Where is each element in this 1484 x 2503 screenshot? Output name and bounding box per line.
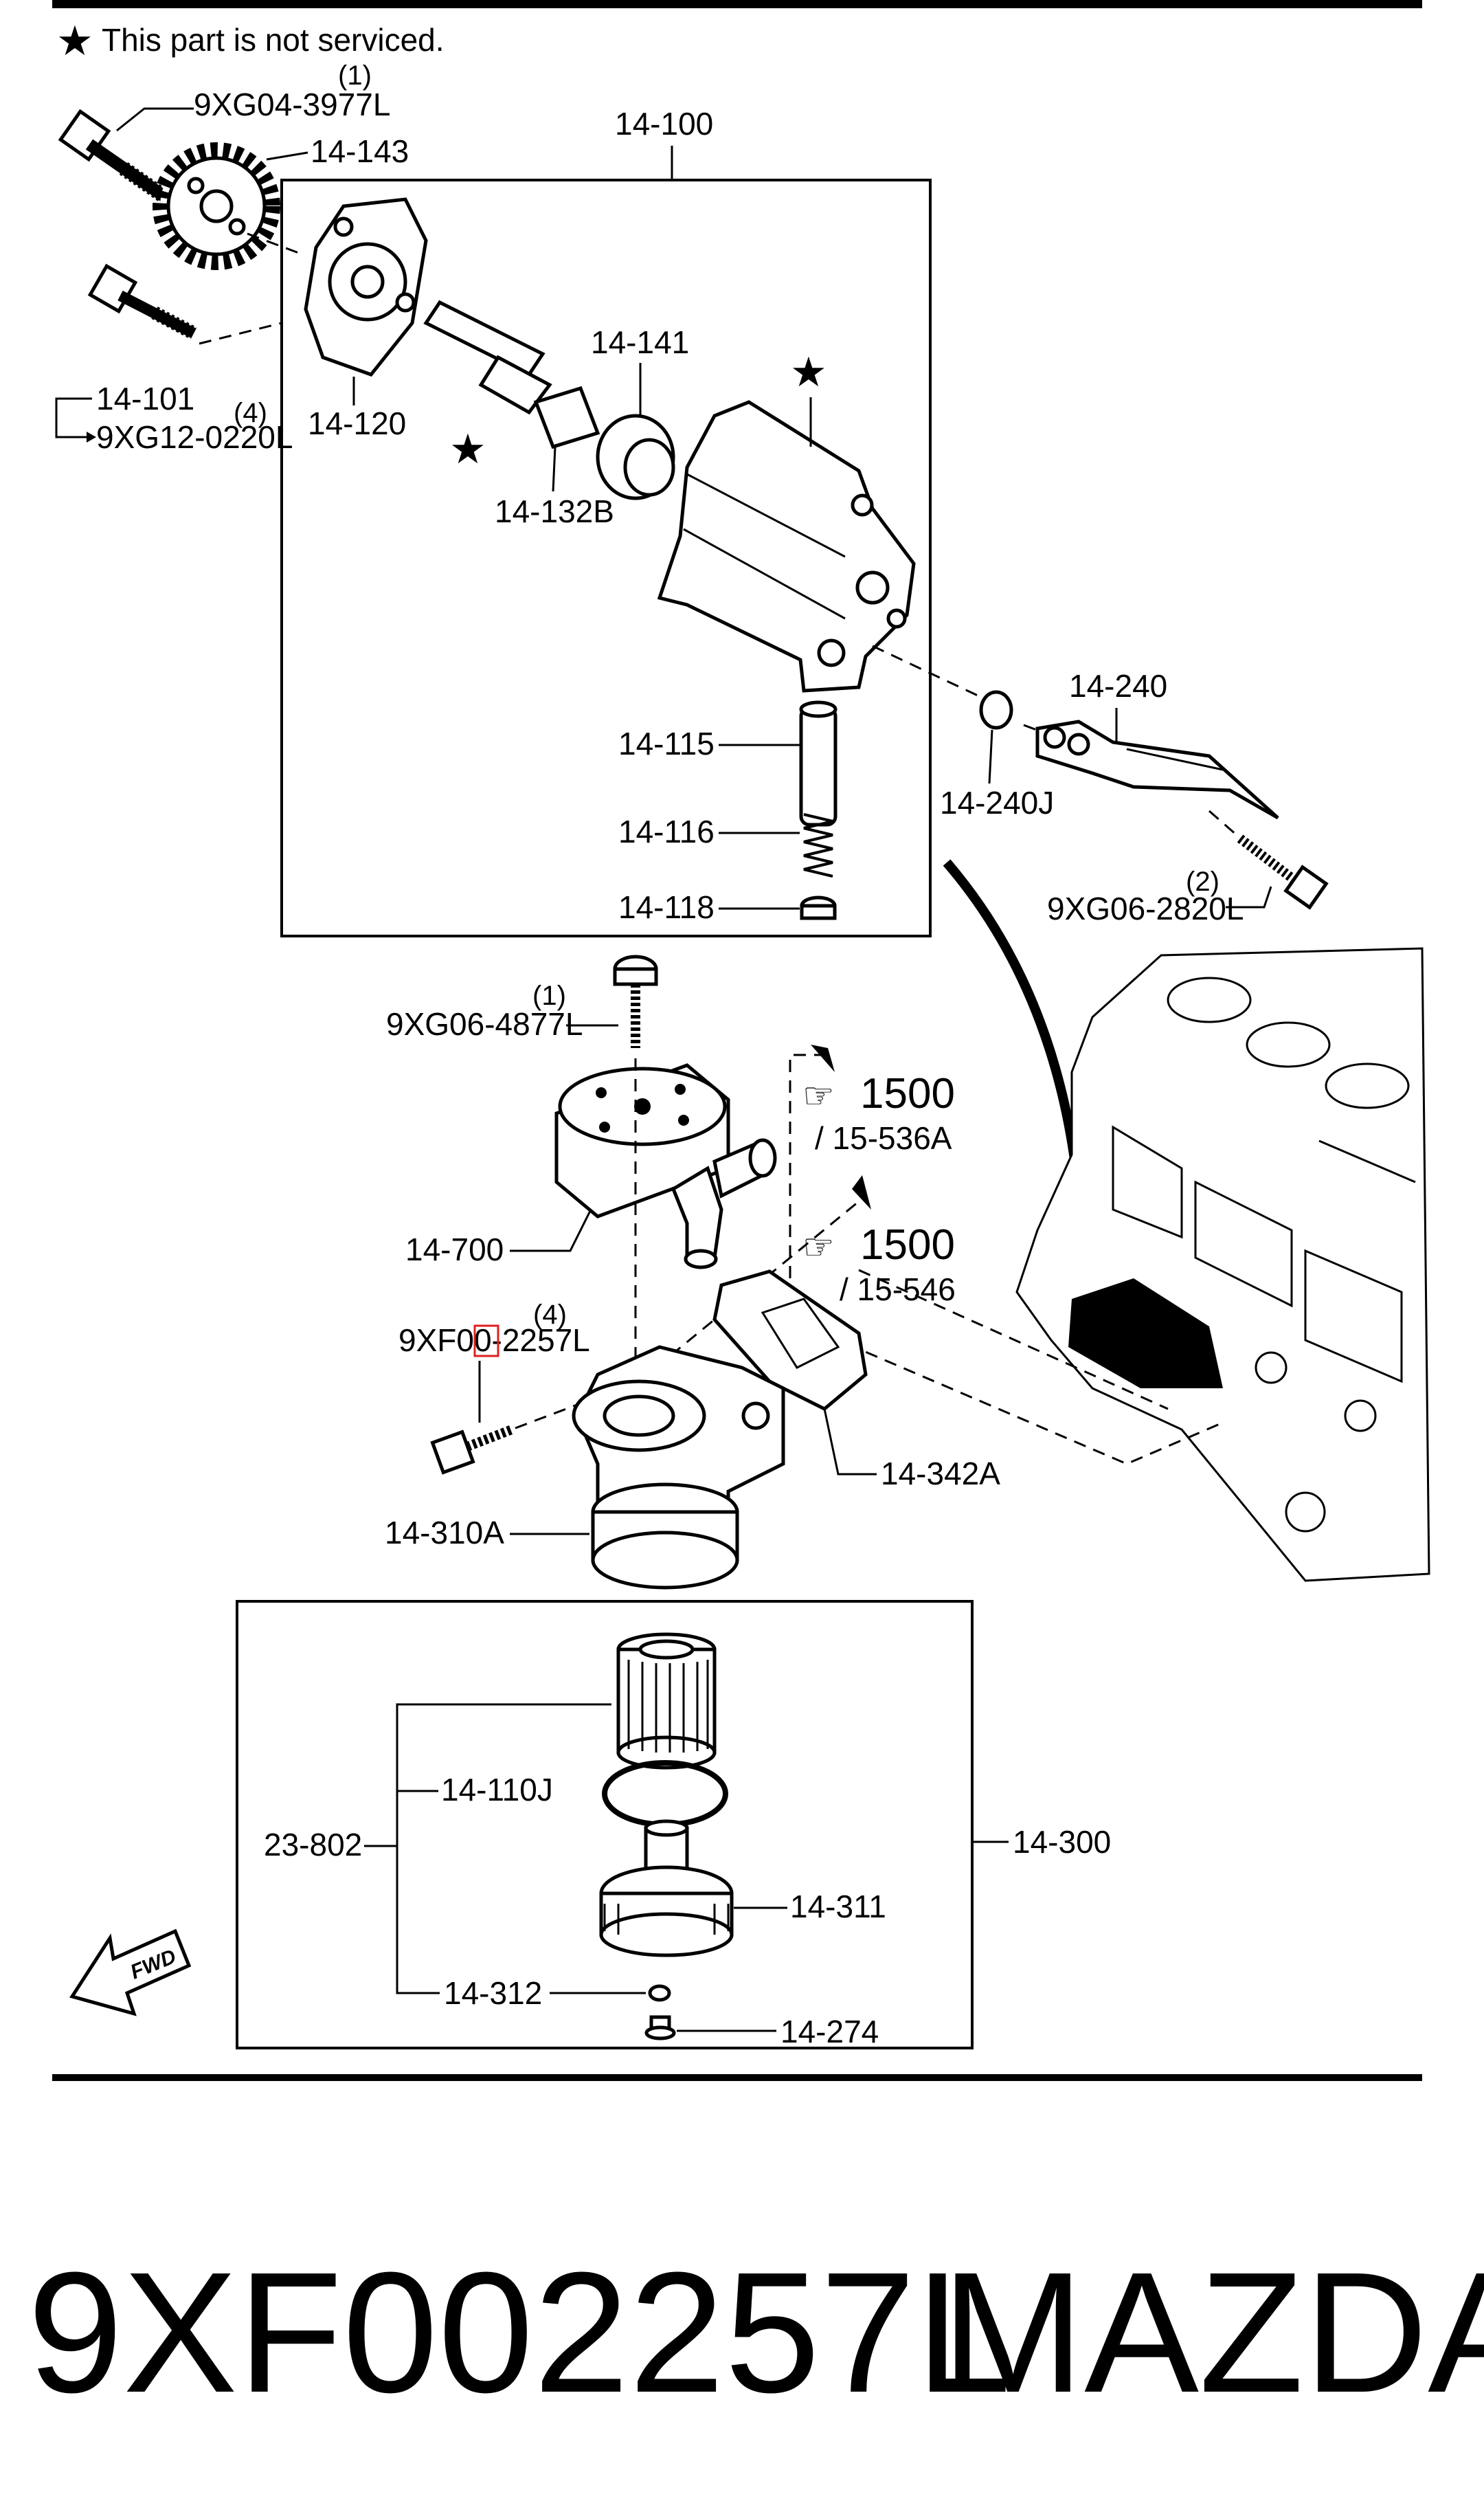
reference-pointer-1500-b: ☞ 1500 [802,1221,955,1269]
label-14-240j: 14-240J [940,785,1054,821]
oil-strainer-14-240-icon [1035,720,1279,820]
label-9xg06-2820: 9XG06-2820L [1047,891,1244,926]
label-14-274: 14-274 [780,2014,879,2049]
bolt-9xg06-4877-icon [613,955,658,1048]
note-text: This part is not serviced. [102,22,445,58]
not-serviced-note: ★ This part is not serviced. [56,18,445,64]
label-14-700: 14-700 [405,1232,504,1267]
plunger-14-115-icon [799,700,837,827]
label-14-116: 14-116 [618,814,715,849]
label-14-100: 14-100 [615,106,713,142]
oring-14-312-icon [648,1984,671,2002]
engine-block-icon [1015,947,1430,1582]
pump-cover-14-120-icon [304,197,428,377]
qty-9xg04: (1) [338,60,372,91]
oil-pump-body-icon [657,400,916,693]
label-14-311: 14-311 [790,1889,886,1924]
label-14-240: 14-240 [1069,668,1167,704]
label-14-300: 14-300 [1013,1824,1111,1860]
pump-star-icon: ★ [790,349,827,395]
label-14-310a: 14-310A [385,1515,504,1550]
drain-plug-14-274-icon [644,2015,676,2040]
ref-1500-a: 1500 [860,1070,955,1117]
label-9xf00: 9XF00-2257L [398,1322,590,1358]
inner-rotor-14-132b-icon [533,386,600,449]
bolt-14-101-icon [87,263,197,340]
ref-15-536a: / 15-536A [815,1120,952,1156]
hand-pointer-icon-b: ☞ [802,1227,835,1267]
label-9xg04: 9XG04-3977L [194,87,390,122]
star-icon: ★ [56,18,93,64]
label-9xg12: 9XG12-0220L [96,419,293,455]
ref-15-546: / 15-546 [840,1271,956,1307]
label-14-101: 14-101 [96,381,194,416]
sprocket-14-143-icon [153,142,280,270]
pump-shaft-icon [423,300,552,415]
ref-1500-b: 1500 [860,1221,955,1269]
bolt-9xg06-2820-icon [1237,834,1329,910]
fwd-arrow-icon: FWD [69,1928,192,2016]
bolt-9xg04-icon [58,109,173,206]
qty-9xg06-4877: (1) [532,981,566,1011]
oil-cooler-14-700-icon [554,1063,777,1269]
bolt-9xf00-2257-icon [430,1425,514,1475]
label-14-115: 14-115 [618,726,715,761]
oring-14-110j-icon [602,1760,728,1827]
hand-pointer-icon: ☞ [802,1076,835,1116]
qty-9xg06-2820: (2) [1186,867,1219,897]
label-14-118: 14-118 [618,889,715,925]
label-14-141: 14-141 [591,324,689,360]
outer-rotor-14-141-icon [596,414,675,500]
label-9xg06-4877: 9XG06-4877L [386,1006,583,1042]
label-14-312: 14-312 [444,1975,542,2011]
spring-14-116-icon [803,813,833,878]
gasket-14-342a-icon [712,1269,868,1411]
label-23-802: 23-802 [264,1827,362,1862]
oil-pump-assembly-box [280,179,932,937]
label-14-132b: 14-132B [495,493,614,529]
qty-9xf00: (4) [533,1300,567,1330]
oring-14-240j-icon [979,690,1013,730]
label-14-120: 14-120 [308,405,406,441]
reference-pointer-1500-a: ☞ 1500 [802,1070,955,1117]
footer-brand: MAZDA [941,2236,1484,2428]
plug-14-118-icon [800,895,837,920]
not-serviced-star-icon: ★ [449,426,486,472]
bottom-rule [52,2074,1422,2081]
top-rule [52,0,1422,8]
qty-9xg12: (4) [234,398,267,428]
highlight-box [473,1324,499,1357]
label-14-342a: 14-342A [881,1456,1000,1491]
oil-pump-location-icon [1068,1278,1223,1388]
filter-cap-14-311-icon [599,1819,734,1957]
filter-element-icon [616,1632,717,1770]
label-14-143: 14-143 [311,133,409,169]
filter-housing-14-310a-icon [572,1345,785,1590]
footer-part-number: 9XF002257L [27,2236,1011,2428]
oil-filter-assembly-box [236,1600,974,2049]
label-14-110j: 14-110J [441,1772,553,1807]
